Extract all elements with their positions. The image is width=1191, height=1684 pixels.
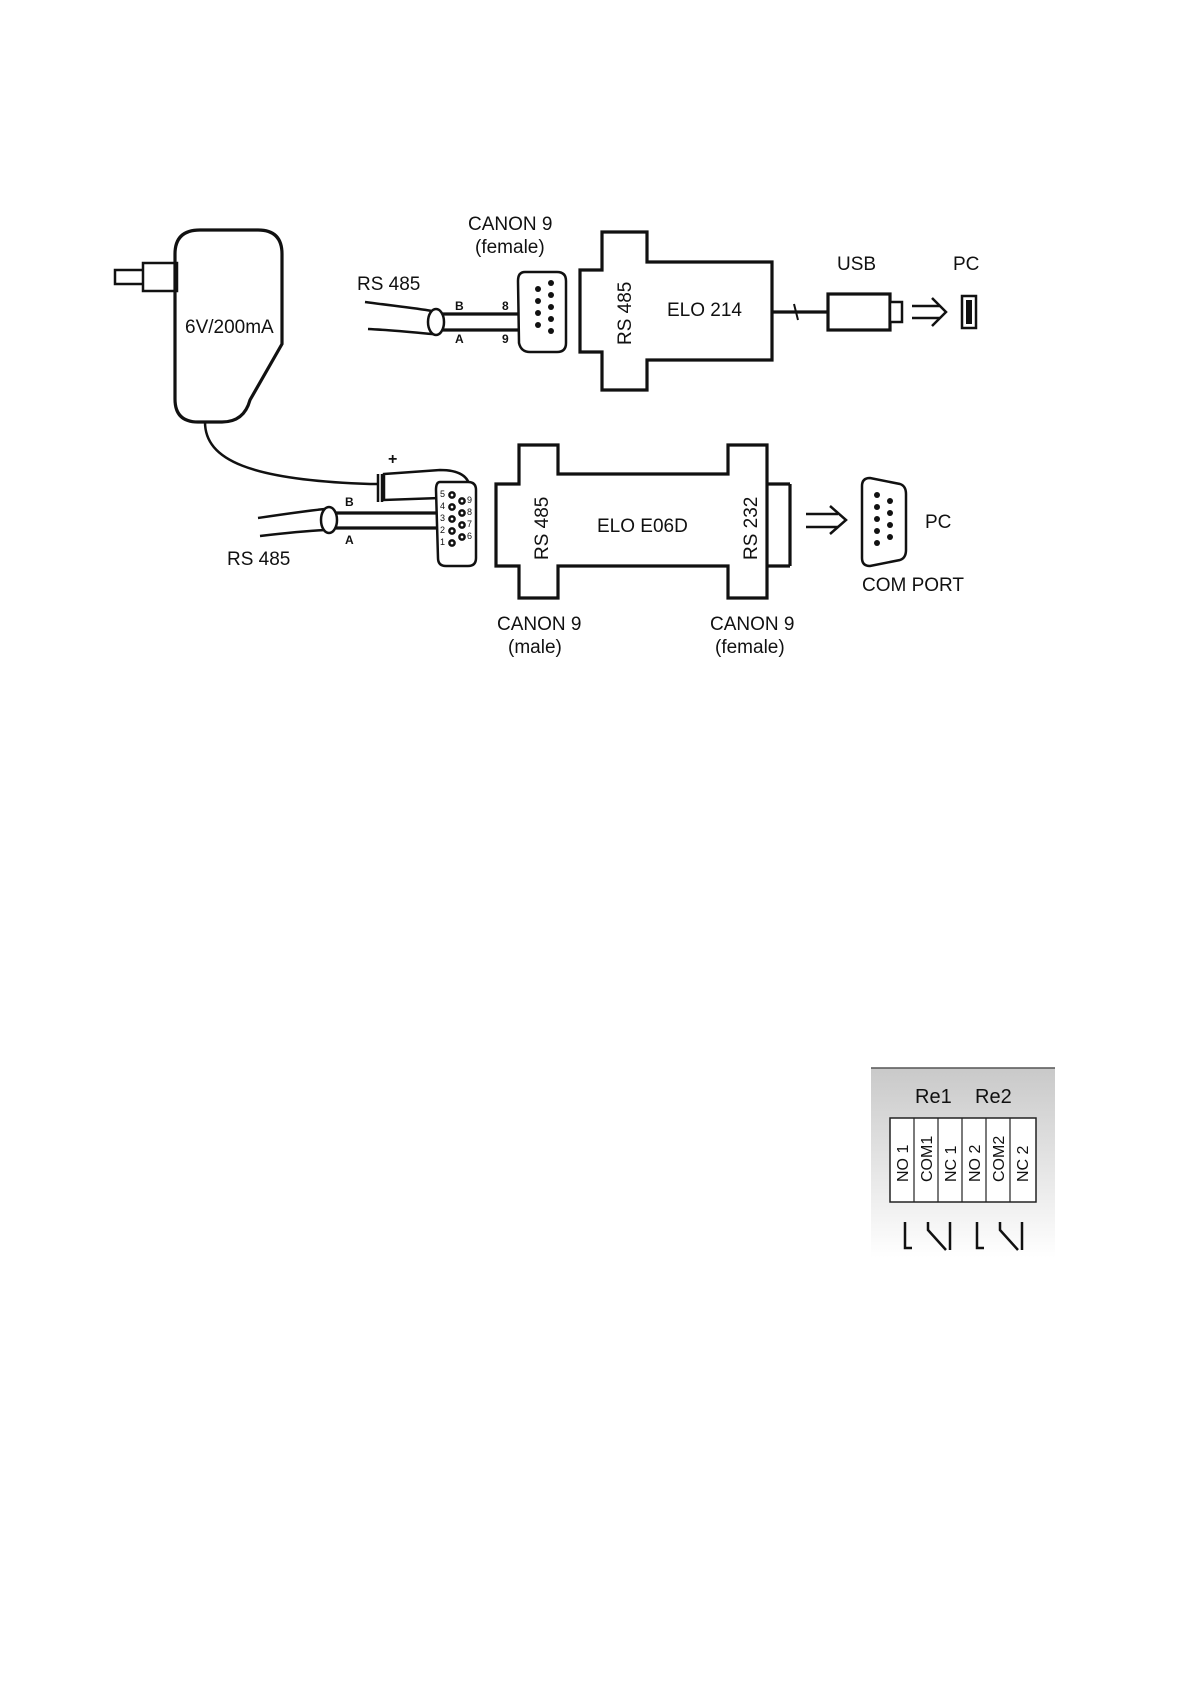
elo214-rs485-cable-label: RS 485 [357, 274, 420, 295]
adapter-plug-pin [115, 270, 145, 284]
eloe06d-cable-end [321, 507, 337, 533]
pin-label-6: 6 [467, 531, 472, 541]
elo214-rs485-side-label: RS 485 [615, 282, 636, 345]
eloe06d-rs485-cable [258, 509, 325, 536]
eloe06d-rs485-label: RS 485 [532, 497, 553, 560]
com-port-label: COM PORT [862, 575, 964, 596]
eloe06d-pc-label: PC [925, 512, 951, 533]
canon-left-sub: (male) [508, 637, 562, 658]
eloe06d-wire-b-label: B [345, 495, 354, 509]
relay-terminal-block: Re1 Re2 NO 1 COM1 NC 1 NO 2 COM2 NC 2 [871, 1068, 1055, 1258]
elo214-canon-title: CANON 9 [468, 214, 552, 235]
elo214-wire-b-label: B [455, 299, 464, 313]
eloe06d-rs232-label: RS 232 [741, 497, 762, 560]
relay-terminal-no1: NO 1 [895, 1145, 912, 1182]
elo214-cable [365, 302, 432, 334]
elo214-pin8-label: 8 [502, 299, 509, 313]
usb-arrow-icon [912, 298, 946, 326]
adapter-cable [205, 422, 378, 484]
canon-right-title: CANON 9 [710, 614, 794, 635]
usb-plug-tip [890, 302, 902, 322]
pin-label-3: 3 [440, 513, 445, 523]
relay-terminal-nc1: NC 1 [943, 1145, 960, 1182]
relay-terminal-com2: COM2 [991, 1136, 1008, 1182]
elo214-canon9-female-connector [518, 272, 566, 352]
elo214-wire-a-label: A [455, 332, 464, 346]
pin-label-2: 2 [440, 525, 445, 535]
pc-com-port-connector [862, 478, 906, 566]
pin-label-5: 5 [440, 489, 445, 499]
power-adapter: 6V/200mA [115, 230, 282, 422]
elo214-section: CANON 9 (female) RS 485 B A 8 9 RS 485 E… [357, 214, 979, 390]
usb-plug [828, 294, 890, 330]
pin-label-8: 8 [467, 507, 472, 517]
elo214-pin9-label: 9 [502, 332, 509, 346]
eloe06d-wire-a-label: A [345, 533, 354, 547]
pin-label-1: 1 [440, 537, 445, 547]
relay-terminal-nc2: NC 2 [1015, 1145, 1032, 1182]
pin-label-4: 4 [440, 501, 445, 511]
relay-terminal-no2: NO 2 [967, 1145, 984, 1182]
power-plus-label: + [388, 451, 397, 468]
pc-usb-port-slot [966, 300, 972, 324]
eloe06d-name-label: ELO E06D [597, 516, 688, 537]
elo214-canon-sub: (female) [475, 237, 545, 258]
elo214-pc-label: PC [953, 254, 979, 275]
pin-label-7: 7 [467, 519, 472, 529]
adapter-plug-base [143, 263, 177, 291]
com-arrow-icon [806, 506, 846, 534]
usb-label: USB [837, 254, 876, 275]
pin-label-9: 9 [467, 495, 472, 505]
elo214-name-label: ELO 214 [667, 300, 742, 321]
power-plug-ring [378, 474, 382, 502]
eloe06d-rs485-cable-label: RS 485 [227, 549, 290, 570]
canon-left-title: CANON 9 [497, 614, 581, 635]
relay-re2-label: Re2 [975, 1086, 1012, 1108]
relay-terminal-com1: COM1 [919, 1136, 936, 1182]
elo214-cable-end [428, 309, 444, 335]
relay-re1-label: Re1 [915, 1086, 952, 1108]
adapter-rating-label: 6V/200mA [185, 317, 274, 338]
eloe06d-section: + – B A RS 485 5 4 3 2 1 9 8 7 [227, 445, 964, 658]
canon-right-sub: (female) [715, 637, 785, 658]
